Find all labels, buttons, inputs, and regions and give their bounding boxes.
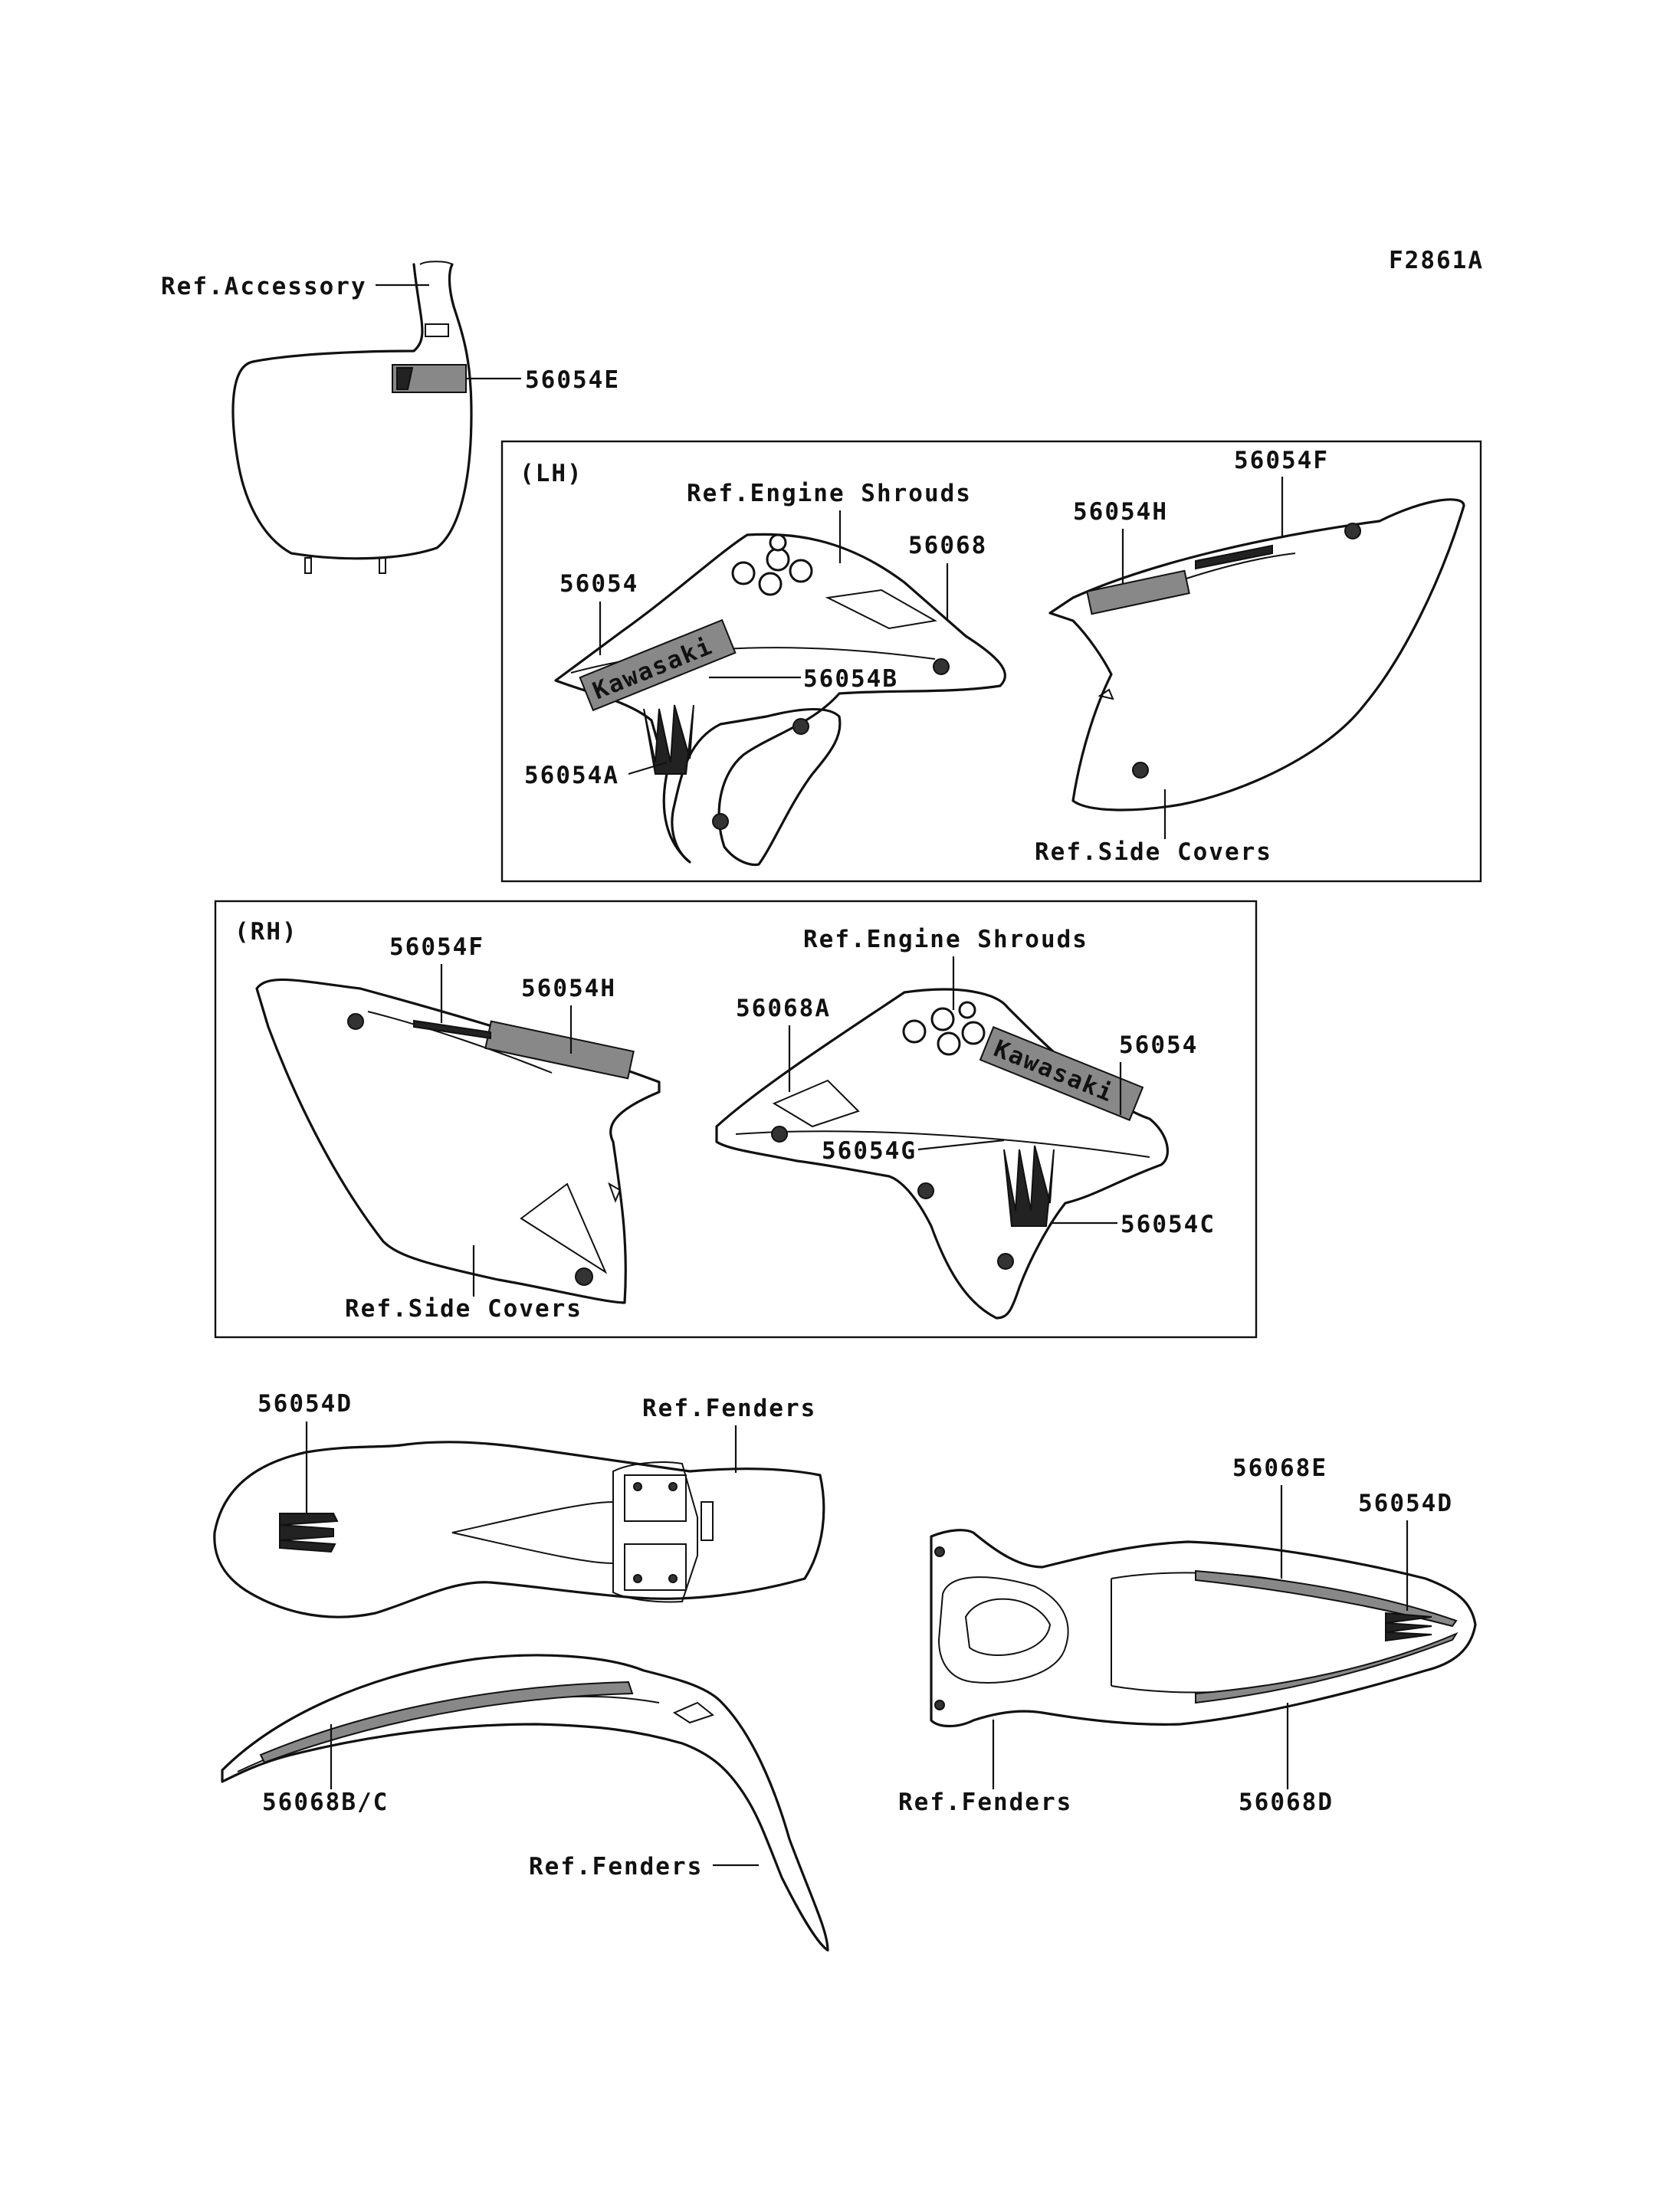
rh-panel	[214, 900, 1258, 1339]
rh-callout-56054f: 56054F	[389, 933, 484, 961]
lh-monster-claw-decal	[643, 704, 694, 775]
lh-kx450f-decal	[1086, 569, 1190, 615]
callout-rear-56068e: 56068E	[1232, 1454, 1327, 1482]
front-fender-side	[221, 1654, 829, 1952]
rear-fender-lower-stripe-decal	[1195, 1631, 1459, 1704]
figure-code: F2861A	[1389, 247, 1484, 274]
front-fender-claw-decal	[279, 1513, 339, 1553]
callout-front-56054d: 56054D	[258, 1390, 353, 1418]
rh-callout-56068a: 56068A	[736, 995, 831, 1022]
rh-callout-ref-side-covers: Ref.Side Covers	[345, 1295, 582, 1323]
lh-callout-56068: 56068	[908, 532, 987, 559]
rh-callout-56054h: 56054H	[521, 975, 616, 1002]
rh-engine-shroud: Kawasaki	[715, 988, 1169, 1320]
lh-callout-56054: 56054	[559, 570, 638, 598]
rh-monster-claw-decal	[1003, 1145, 1055, 1227]
lh-callout-ref-engine-shrouds: Ref.Engine Shrouds	[687, 480, 972, 507]
rear-fender	[930, 1529, 1477, 1728]
lh-kawasaki-decal	[579, 618, 737, 712]
lh-callout-56054f: 56054F	[1234, 447, 1329, 474]
callout-rear-56054d: 56054D	[1358, 1490, 1453, 1517]
callout-front-ref-fenders-2: Ref.Fenders	[529, 1853, 703, 1881]
callout-ref-accessory: Ref.Accessory	[161, 273, 367, 300]
rh-kawasaki-decal	[979, 1026, 1144, 1121]
lh-panel	[500, 440, 1482, 883]
front-fender-top	[213, 1441, 825, 1618]
callout-rear-56068d: 56068D	[1239, 1789, 1334, 1816]
lh-panel-title: (LH)	[520, 460, 583, 487]
rh-kx450f-decal	[484, 1020, 635, 1080]
rh-panel-title: (RH)	[235, 918, 298, 946]
front-fender-stripe-decal	[259, 1681, 634, 1764]
number-plate	[231, 261, 473, 574]
rh-callout-56054c: 56054C	[1121, 1211, 1216, 1238]
rh-callout-ref-engine-shrouds: Ref.Engine Shrouds	[803, 926, 1088, 953]
lh-side-cover	[1048, 498, 1465, 812]
lh-callout-56054b: 56054B	[803, 665, 898, 693]
lh-callout-56054h: 56054H	[1073, 498, 1168, 526]
lh-callout-56054a: 56054A	[524, 762, 619, 789]
rh-callout-56054g: 56054G	[822, 1137, 917, 1165]
callout-front-ref-fenders: Ref.Fenders	[642, 1395, 816, 1422]
rear-fender-upper-stripe-decal	[1195, 1569, 1458, 1628]
callout-56054e: 56054E	[525, 366, 620, 394]
rh-side-cover	[255, 978, 661, 1304]
callout-rear-ref-fenders: Ref.Fenders	[898, 1789, 1072, 1816]
callout-front-56068bc: 56068B/C	[262, 1789, 389, 1816]
rh-callout-56054: 56054	[1119, 1031, 1198, 1059]
rear-fender-claw-decal	[1385, 1612, 1432, 1642]
lh-callout-ref-side-covers: Ref.Side Covers	[1035, 838, 1272, 866]
